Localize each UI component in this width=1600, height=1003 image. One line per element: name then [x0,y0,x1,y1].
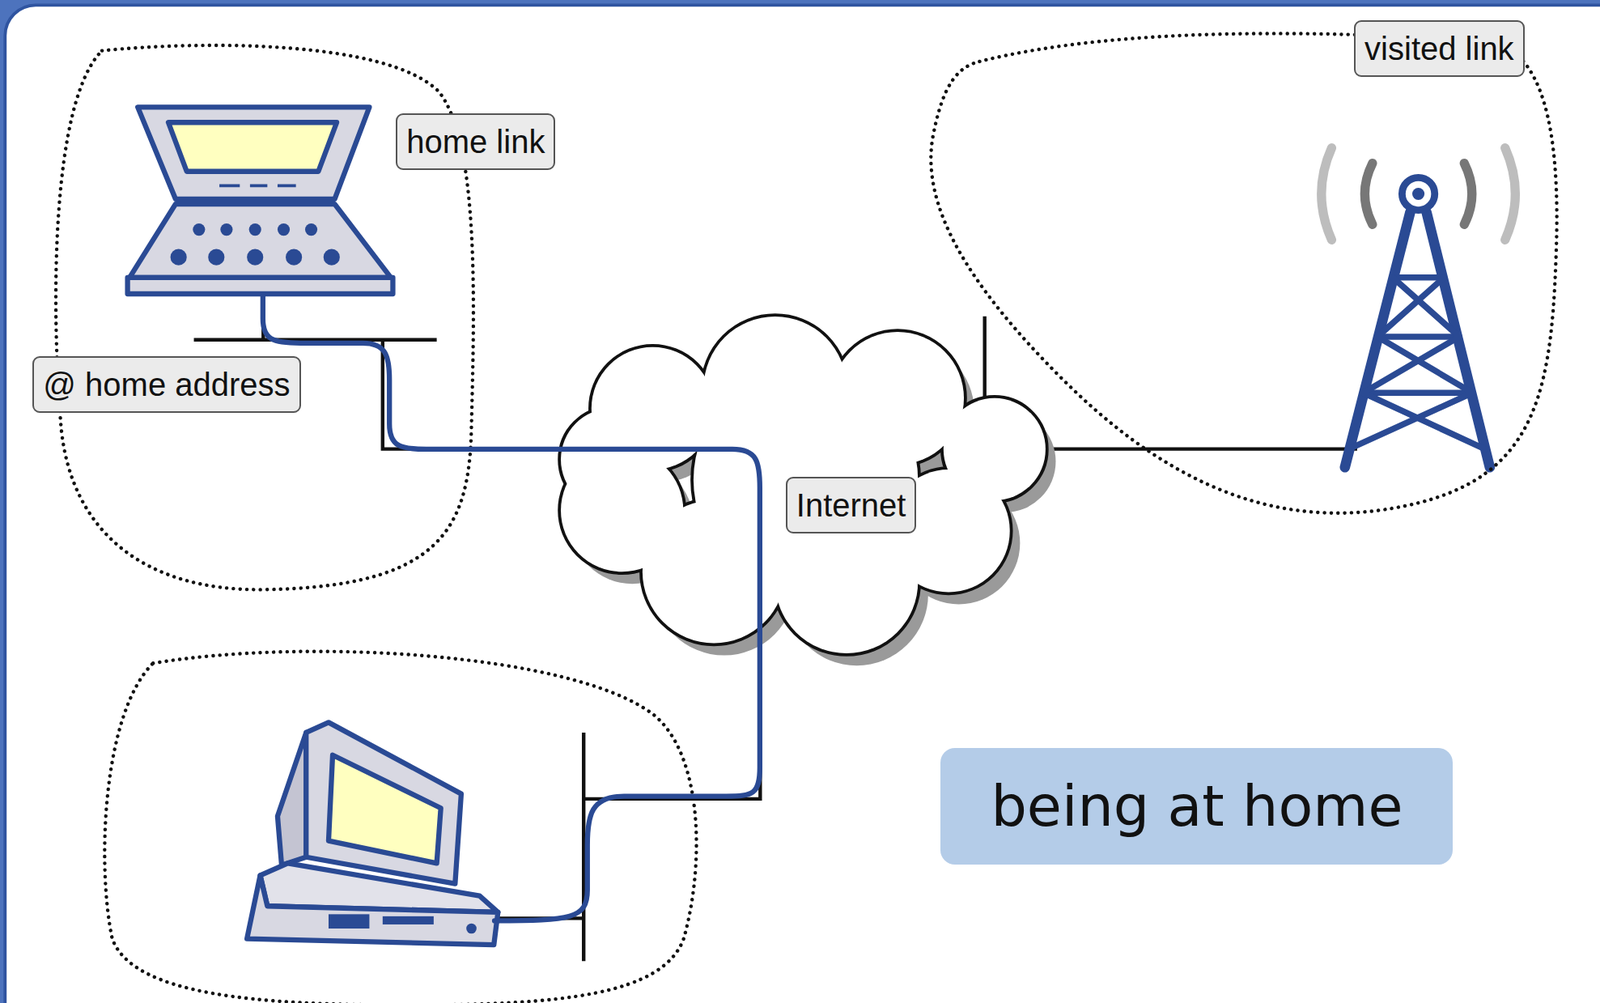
drawing-part [219,184,297,188]
drawing-part [285,249,302,266]
drawing-part [1401,177,1435,210]
drawing-part [1364,163,1472,225]
status-text: being at home [990,772,1403,841]
drawing-part [305,721,462,883]
drawing-part [305,223,318,236]
drawing-part [495,617,761,962]
drawing-part [127,277,394,294]
drawing-part [246,249,264,266]
drawing-part [1321,148,1516,240]
drawing-part [1345,212,1490,467]
desktop-icon [246,721,498,945]
network-region: visited link [923,22,1562,521]
drawing-part [1412,187,1425,200]
mobile-path [263,296,760,921]
drawing-part [693,367,918,592]
network-region [104,651,697,1003]
region-outline [930,33,1557,513]
drawing-part [277,223,290,236]
drawing-part [170,249,187,266]
drawing-part [560,449,684,572]
panel [4,4,1600,1003]
drawing-part [323,249,340,266]
network-region-shape [923,22,1562,521]
drawing-part [170,223,340,266]
drawing-part [277,732,306,866]
drawing-part [192,223,205,236]
drawing-part [328,755,442,864]
drawing-part [246,874,498,945]
drawing-part [168,122,337,172]
drawing-part [207,249,225,266]
network-region: home link [50,40,485,597]
status-band: being at home [940,747,1453,865]
drawing-part [560,449,684,572]
link-label: visited link [1353,20,1525,77]
laptop-icon [127,106,394,294]
drawing-part [220,223,233,236]
drawing-part [328,913,370,929]
address-label: @ home address [32,356,301,413]
drawing-part [137,106,370,199]
radio-tower [1321,148,1516,468]
link-label: home link [395,113,556,170]
drawing-part [328,913,477,934]
internet-cloud: Internet [560,316,1046,654]
drawing-part [249,223,262,236]
cloud-outline [560,316,1046,654]
link-label: Internet [785,476,917,534]
drawing-part [693,367,918,592]
drawing-part [466,923,477,934]
drawing-part [129,203,391,278]
drawing-part [1349,277,1486,450]
drawing-part [382,916,434,925]
